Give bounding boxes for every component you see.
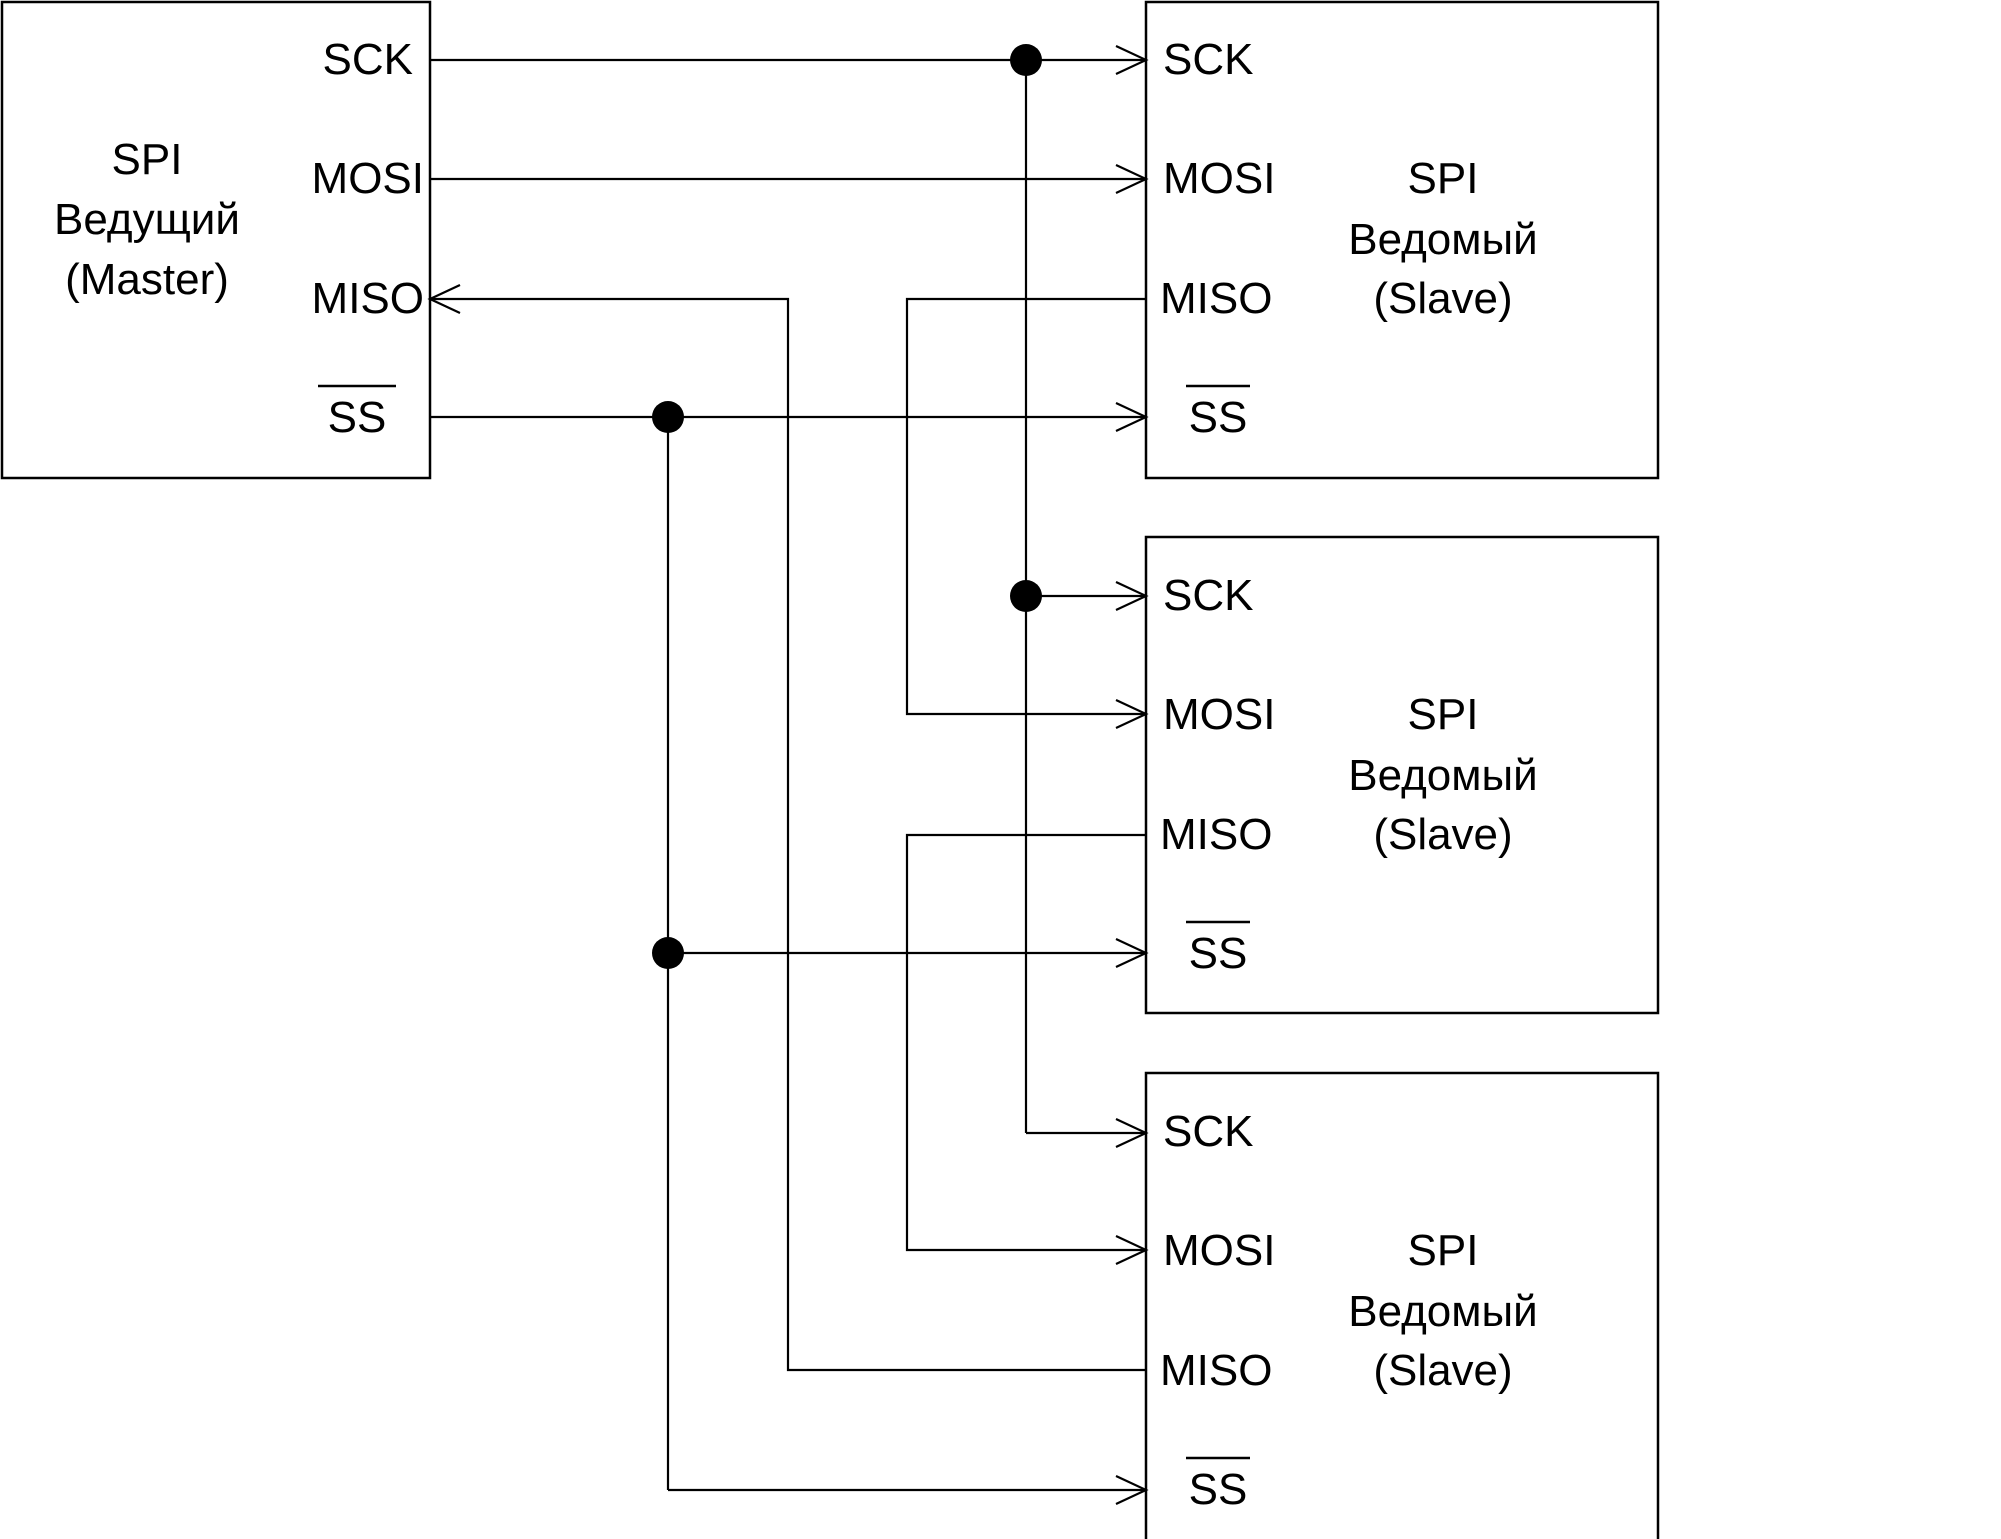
chain-wire-slave-2-miso-to-slave-3-mosi [905,833,1146,1252]
slave-block-3: SCK MOSI MISO SS SPI Ведомый (Slave) [1144,1071,1660,1539]
slave-1-pin-mosi: MOSI [1163,154,1275,203]
master-title-line2: Ведущий [54,195,240,244]
slave-1-box [1144,0,1660,480]
chain-slave-2-to-slave-3 [905,833,1149,1265]
master-pin-sck: SCK [323,35,413,84]
slave-3-title-line2: Ведомый [1348,1287,1537,1336]
mosi-master-link [430,164,1149,194]
sck-junction-dot-middle [1010,580,1042,612]
ss-arrow-slave-1 [1115,402,1149,432]
slave-3-pin-miso: MISO [1160,1346,1272,1395]
master-block: SPI Ведущий (Master) SCK MOSI MISO SS [0,0,432,480]
slave-block-1: SCK MOSI MISO SS SPI Ведомый (Slave) [1144,0,1660,480]
slave-2-pin-mosi: MOSI [1163,690,1275,739]
sck-junction-dot-top [1010,44,1042,76]
slave-2-title-line3: (Slave) [1373,810,1512,859]
ss-arrow-slave-2 [1115,938,1149,968]
mosi-arrow-slave-1 [1115,164,1149,194]
mosi-arrow-slave-2 [1115,699,1149,729]
mosi-arrow-slave-3 [1115,1235,1149,1265]
slave-3-pin-mosi: MOSI [1163,1226,1275,1275]
sck-arrow-slave-3 [1115,1118,1149,1148]
master-box [0,0,432,480]
slave-2-pin-miso: MISO [1160,810,1272,859]
slave-1-pin-sck: SCK [1163,35,1253,84]
slave-2-title-line1: SPI [1408,690,1479,739]
slave-2-pin-sck: SCK [1163,571,1253,620]
slave-1-title-line3: (Slave) [1373,274,1512,323]
slave-3-box [1144,1071,1660,1539]
slave-1-pin-ss: SS [1189,393,1248,442]
miso-wire-slave-3-to-master [430,297,1146,1372]
sck-arrow-slave-1 [1115,45,1149,75]
slave-2-pin-ss: SS [1189,929,1248,978]
master-pin-miso: MISO [312,274,424,323]
master-pin-ss: SS [328,393,387,442]
ss-arrow-slave-3 [1115,1475,1149,1505]
slave-3-title-line3: (Slave) [1373,1346,1512,1395]
chain-wire-slave-1-miso-to-slave-2-mosi [905,297,1146,716]
slave-3-title-line1: SPI [1408,1226,1479,1275]
slave-1-title-line1: SPI [1408,154,1479,203]
chain-slave-1-to-slave-2 [905,297,1149,729]
slave-2-box [1144,535,1660,1015]
master-title-line3: (Master) [65,255,229,304]
slave-3-pin-sck: SCK [1163,1107,1253,1156]
ss-junction-dot-top [652,401,684,433]
slave-2-title-line2: Ведомый [1348,751,1537,800]
miso-return-link [427,284,1146,1372]
ss-bus [430,401,1149,1505]
slave-block-2: SCK MOSI MISO SS SPI Ведомый (Slave) [1144,535,1660,1015]
slave-1-pin-miso: MISO [1160,274,1272,323]
slave-1-title-line2: Ведомый [1348,215,1537,264]
sck-bus [430,44,1149,1148]
master-title-line1: SPI [112,135,183,184]
sck-arrow-slave-2 [1115,581,1149,611]
miso-arrow-master [427,284,461,314]
ss-junction-dot-middle [652,937,684,969]
slave-3-pin-ss: SS [1189,1465,1248,1514]
master-pin-mosi: MOSI [312,154,424,203]
